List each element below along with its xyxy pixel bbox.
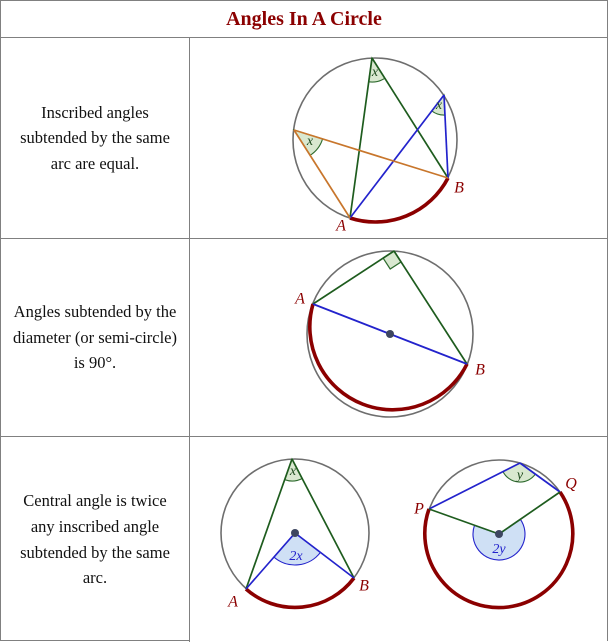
angle-label-y: y (515, 468, 524, 483)
chord-right-to-a (349, 94, 445, 219)
chord-left-to-b (293, 129, 449, 179)
center-dot (386, 330, 394, 338)
right-angle-marker (382, 250, 402, 270)
angle-label-x-left: x (306, 134, 314, 149)
diagram-semicircle-angle: A B (294, 250, 485, 418)
chord-top-to-b (393, 250, 468, 365)
center-dot (495, 530, 503, 538)
angle-label-x-top: x (371, 65, 379, 80)
point-label-b: B (475, 362, 485, 379)
point-label-p: P (413, 501, 424, 518)
row-equal-inscribed-angles: Inscribed angles subtended by the same a… (1, 38, 607, 239)
chord-left-to-a (293, 129, 351, 219)
point-label-a: A (335, 218, 346, 235)
chord-vertex-to-p (428, 462, 521, 510)
row-2-description: Angles subtended by the diameter (or sem… (1, 239, 190, 436)
diagram-inscribed-angles: x x x A B (292, 56, 464, 235)
central-angle-wedge (273, 532, 322, 566)
row-central-angle-twice: Central angle is twice any inscribed ang… (1, 437, 607, 642)
subtended-arc-pq (423, 490, 575, 610)
subtended-arc-ab (244, 576, 356, 610)
angle-label-2y: 2y (492, 542, 506, 557)
page-title: Angles In A Circle (226, 7, 382, 30)
radius-to-b (294, 532, 355, 579)
row-1-diagram-cell: x x x A B (190, 38, 607, 238)
chord-vertex-to-b (291, 458, 355, 579)
angle-label-x: x (289, 464, 297, 479)
point-label-q: Q (565, 476, 577, 493)
right-circle-group: y 2y P Q (413, 459, 577, 610)
chord-top-to-a (312, 250, 395, 305)
chord-top-to-b (371, 57, 449, 179)
angle-label-x-right: x (435, 98, 443, 113)
left-circle-group: x 2x A B (220, 457, 370, 611)
point-label-a: A (227, 594, 238, 611)
row-2-diagram-cell: A B (190, 239, 607, 436)
radius-to-q (498, 491, 561, 535)
chord-top-to-a (349, 57, 373, 219)
point-label-b: B (359, 578, 369, 595)
angle-label-2x: 2x (289, 549, 303, 564)
row-1-description: Inscribed angles subtended by the same a… (1, 38, 190, 238)
subtended-arc-ab (349, 177, 450, 224)
point-label-b: B (454, 180, 464, 197)
center-dot (291, 529, 299, 537)
point-label-a: A (294, 291, 305, 308)
row-3-description: Central angle is twice any inscribed ang… (1, 437, 190, 642)
semicircle-arc-ab (308, 303, 469, 412)
radius-to-a (245, 532, 296, 590)
chord-vertex-to-a (245, 458, 293, 590)
radius-to-p (428, 508, 500, 535)
diagram-central-vs-inscribed: x 2x A B y 2y (220, 457, 577, 611)
circle-outline (306, 250, 474, 418)
chord-right-to-b (443, 94, 449, 179)
table-header: Angles In A Circle (1, 1, 607, 38)
row-3-diagram-cell: x 2x A B y 2y (190, 437, 607, 642)
row-diameter-right-angle: Angles subtended by the diameter (or sem… (1, 239, 607, 437)
chord-vertex-to-q (519, 462, 561, 493)
